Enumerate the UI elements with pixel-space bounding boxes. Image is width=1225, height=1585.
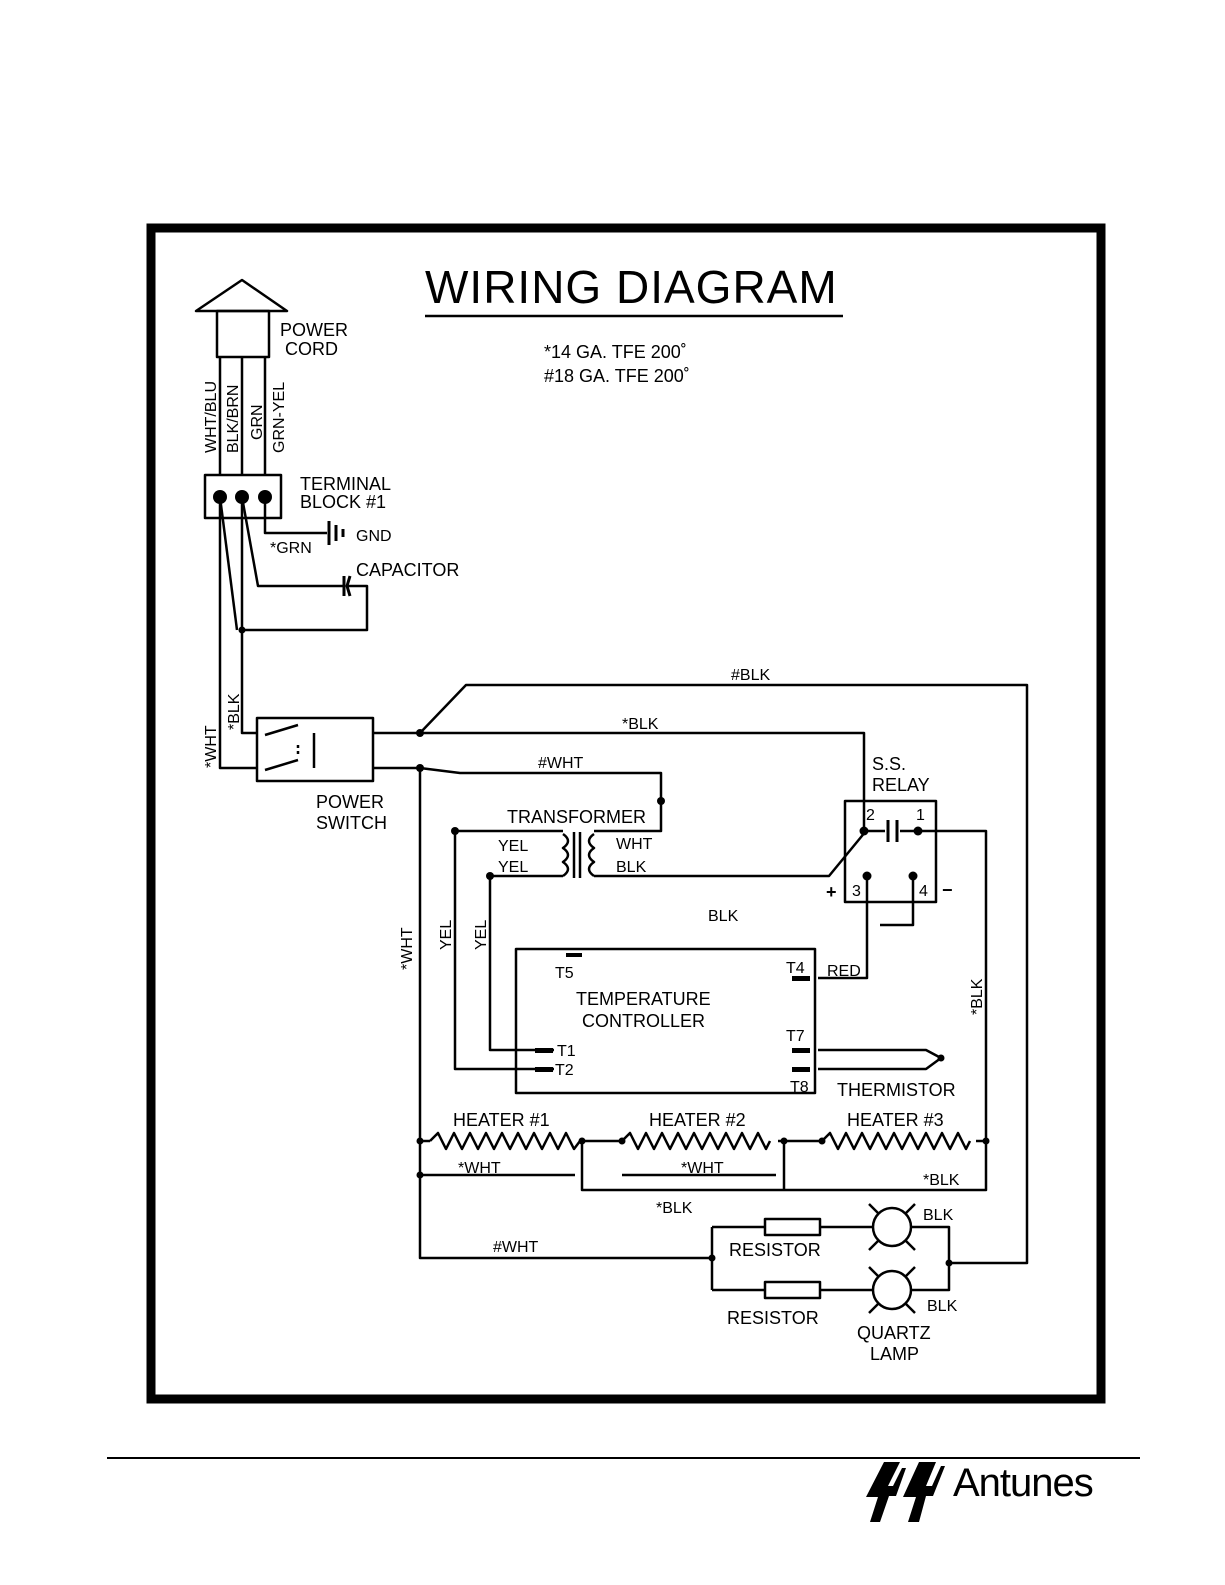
relay-terminal-3: 3 xyxy=(852,883,861,900)
wire-label-blk-hash-top: #BLK xyxy=(731,667,770,684)
transformer-icon xyxy=(561,832,570,878)
wire-label-left-wht: *WHT xyxy=(399,927,416,970)
diagram-title: WIRING DIAGRAM xyxy=(425,261,838,313)
heater-1-label: HEATER #1 xyxy=(453,1110,550,1130)
wire-label-ctrl-red: RED xyxy=(827,963,861,980)
wire-label-wht-hash-top: #WHT xyxy=(538,755,584,772)
wire-label-xf-wht: WHT xyxy=(616,836,653,853)
diagram-frame xyxy=(146,223,1106,1404)
cord-wire-wht-blu: WHT/BLU xyxy=(203,381,220,453)
terminal-t1: T1 xyxy=(557,1043,576,1060)
cord-wire-grn-yel: GRN-YEL xyxy=(271,382,288,453)
relay-terminal-plus: + xyxy=(826,882,837,902)
relay-terminal-minus: − xyxy=(942,880,953,900)
heater-3-label: HEATER #3 xyxy=(847,1110,944,1130)
capacitor-label: CAPACITOR xyxy=(356,560,459,580)
power-switch xyxy=(255,716,375,783)
power-cord-body xyxy=(215,309,271,359)
cord-wire-grn: GRN xyxy=(249,404,266,440)
wire-label-blk-star-top: *BLK xyxy=(622,716,659,733)
wire-label-lamp-blk-2: BLK xyxy=(927,1298,958,1315)
ground-label: GND xyxy=(356,528,392,545)
temperature-controller xyxy=(514,947,817,1095)
resistor-1-label: RESISTOR xyxy=(729,1240,821,1260)
wire-label-switch-wht: *WHT xyxy=(203,725,220,768)
resistor-2 xyxy=(763,1280,822,1300)
junction-dots xyxy=(213,490,990,1267)
wire-label-lamp-wht: #WHT xyxy=(493,1239,539,1256)
wire-label-switch-blk: *BLK xyxy=(226,693,243,730)
heater-3-element xyxy=(821,1131,972,1151)
wiring xyxy=(194,278,1029,1314)
wire-label-xf-yel-1: YEL xyxy=(498,838,528,855)
power-cord-plug-icon xyxy=(194,278,289,313)
controller-terminal-bars xyxy=(535,953,810,1072)
wire-label-heater-blk-right: *BLK xyxy=(923,1172,960,1189)
wire-label-yel-v2: YEL xyxy=(473,920,490,950)
relay-terminal-1: 1 xyxy=(916,807,925,824)
wire-label-heater-wht-2: *WHT xyxy=(681,1160,724,1177)
heater-1-element xyxy=(429,1131,581,1151)
relay-terminal-2: 2 xyxy=(866,807,875,824)
transformer-label: TRANSFORMER xyxy=(507,807,646,827)
antunes-logo: Antunes xyxy=(866,1461,1094,1522)
terminal-t2: T2 xyxy=(555,1062,574,1079)
wire-label-right-blk: *BLK xyxy=(969,978,986,1015)
wire-note-18ga: #18 GA. TFE 200˚ xyxy=(544,366,690,386)
wire-label-ctrl-blk: BLK xyxy=(708,908,739,925)
antunes-logo-mark-icon xyxy=(866,1462,945,1522)
thermistor-label: THERMISTOR xyxy=(837,1080,956,1100)
wire-note-14ga: *14 GA. TFE 200˚ xyxy=(544,342,687,362)
ss-relay xyxy=(843,799,938,904)
wire-label-lamp-blk-1: BLK xyxy=(923,1207,954,1224)
heater-2-label: HEATER #2 xyxy=(649,1110,746,1130)
resistor-2-label: RESISTOR xyxy=(727,1308,819,1328)
resistor-1 xyxy=(763,1217,822,1237)
terminal-t5: T5 xyxy=(555,965,574,982)
ss-relay-label: S.S.RELAY xyxy=(872,754,930,795)
terminal-t8: T8 xyxy=(790,1079,809,1096)
wire-label-yel-v1: YEL xyxy=(438,920,455,950)
brand-name: Antunes xyxy=(953,1461,1093,1505)
wire-label-grn-star: *GRN xyxy=(270,540,312,557)
relay-terminal-4: 4 xyxy=(919,883,928,900)
heater-2-element xyxy=(621,1131,772,1151)
terminal-t7: T7 xyxy=(786,1028,805,1045)
wire-label-xf-blk: BLK xyxy=(616,859,647,876)
wire-label-heater-wht-1: *WHT xyxy=(458,1160,501,1177)
wire-label-heater-blk-bottom: *BLK xyxy=(656,1200,693,1217)
terminal-t4: T4 xyxy=(786,960,805,977)
wire-label-xf-yel-2: YEL xyxy=(498,859,528,876)
cord-wire-blk-brn: BLK/BRN xyxy=(225,385,242,453)
